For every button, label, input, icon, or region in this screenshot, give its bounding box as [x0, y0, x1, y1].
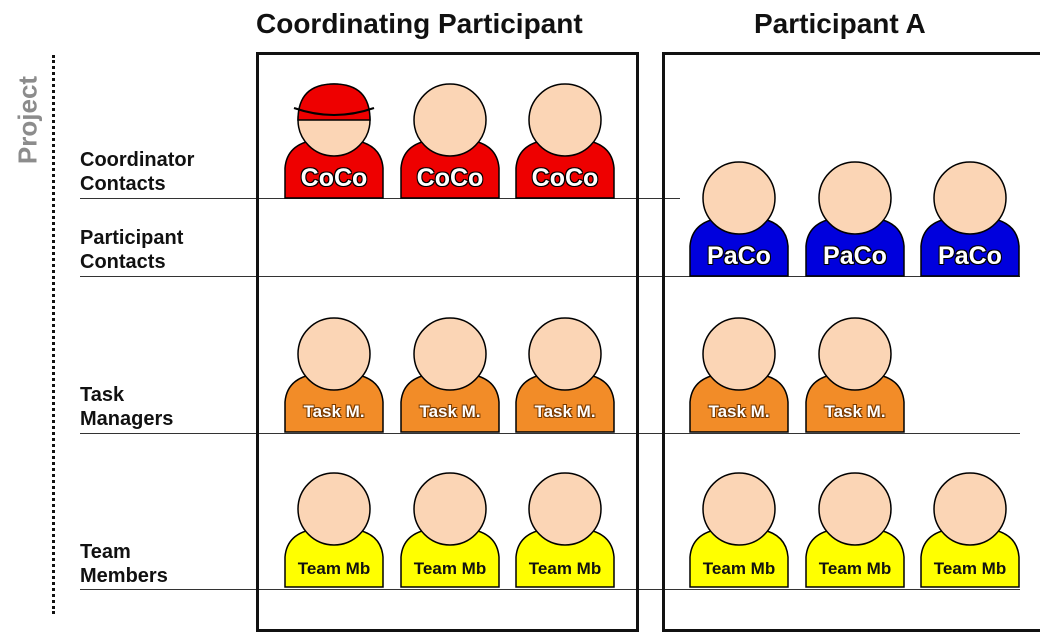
task-manager-badge: Task M. — [303, 402, 365, 421]
team-member-person: Team Mb — [804, 471, 906, 589]
task-manager-badge: Task M. — [708, 402, 770, 421]
coco-badge: CoCo — [531, 163, 599, 192]
separator-line-4 — [80, 589, 1020, 590]
person-icon — [920, 161, 1020, 277]
person-icon — [515, 472, 615, 588]
paco-badge: PaCo — [937, 241, 1002, 270]
person-icon — [515, 83, 615, 199]
separator-line-3 — [80, 433, 1020, 434]
team-member-badge: Team Mb — [933, 559, 1007, 578]
team-member-badge: Team Mb — [528, 559, 602, 578]
person-icon — [400, 472, 500, 588]
person-icon — [284, 83, 384, 199]
paco-person: PaCo — [688, 160, 790, 278]
coco-person: CoCo — [399, 82, 501, 200]
project-label: Project — [12, 75, 43, 165]
coordinating-participant-header: Coordinating Participant — [256, 8, 583, 39]
task-manager-person: Task M. — [804, 316, 906, 434]
task-manager-person: Task M. — [399, 316, 501, 434]
coco-badge: CoCo — [300, 163, 368, 192]
person-icon — [689, 317, 789, 433]
person-icon — [284, 317, 384, 433]
task-manager-person: Task M. — [514, 316, 616, 434]
team-member-person: Team Mb — [399, 471, 501, 589]
team-member-person: Team Mb — [283, 471, 385, 589]
participant-a-header: Participant A — [754, 8, 926, 39]
person-icon — [515, 317, 615, 433]
person-icon — [805, 472, 905, 588]
person-icon — [805, 317, 905, 433]
coco-person: CoCo — [283, 82, 385, 200]
project-label-container: Project — [12, 55, 44, 185]
paco-person: PaCo — [804, 160, 906, 278]
team-member-badge: Team Mb — [702, 559, 776, 578]
person-icon — [805, 161, 905, 277]
person-icon — [400, 83, 500, 199]
task-manager-badge: Task M. — [419, 402, 481, 421]
team-member-person: Team Mb — [514, 471, 616, 589]
team-member-badge: Team Mb — [413, 559, 487, 578]
person-icon — [400, 317, 500, 433]
person-icon — [920, 472, 1020, 588]
coco-person: CoCo — [514, 82, 616, 200]
paco-badge: PaCo — [822, 241, 887, 270]
separator-line-2 — [80, 276, 1020, 277]
team-member-person: Team Mb — [688, 471, 790, 589]
person-icon — [689, 472, 789, 588]
task-manager-badge: Task M. — [824, 402, 886, 421]
paco-badge: PaCo — [706, 241, 771, 270]
team-member-badge: Team Mb — [297, 559, 371, 578]
task-manager-person: Task M. — [283, 316, 385, 434]
paco-person: PaCo — [919, 160, 1021, 278]
task-manager-badge: Task M. — [534, 402, 596, 421]
team-member-person: Team Mb — [919, 471, 1021, 589]
team-member-badge: Team Mb — [818, 559, 892, 578]
coco-badge: CoCo — [416, 163, 484, 192]
task-manager-person: Task M. — [688, 316, 790, 434]
person-icon — [689, 161, 789, 277]
project-dotted-line — [52, 55, 55, 614]
person-icon — [284, 472, 384, 588]
